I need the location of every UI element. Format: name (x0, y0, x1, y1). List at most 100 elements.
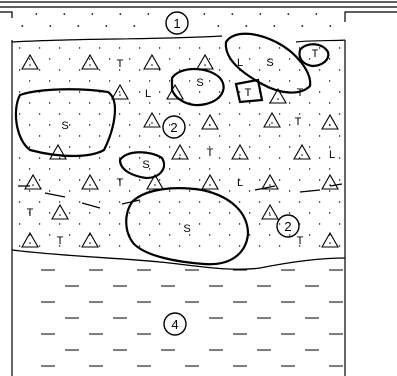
dot (119, 13, 121, 15)
dot (19, 223, 20, 224)
dot (319, 91, 320, 92)
dot (49, 58, 50, 59)
dot (319, 201, 320, 202)
dot (199, 157, 200, 158)
inclusion-letter: L (329, 149, 335, 161)
dot (39, 135, 40, 136)
dot (287, 13, 289, 15)
triangle-icon (262, 205, 278, 219)
dot (139, 201, 140, 202)
dot (203, 13, 205, 15)
stone-left: S (16, 89, 115, 156)
dot (59, 47, 60, 48)
dot (329, 168, 330, 169)
dot (19, 69, 20, 70)
dot (219, 113, 220, 114)
dot (209, 212, 210, 213)
dot (69, 190, 70, 191)
dot (245, 25, 247, 27)
dot (189, 212, 190, 213)
dot (63, 13, 65, 15)
svg-text:1: 1 (173, 16, 180, 31)
dot (139, 69, 140, 70)
dot (199, 47, 200, 48)
stones: S S S T T S S (16, 34, 328, 264)
dot (99, 179, 100, 180)
dot (319, 223, 320, 224)
dot (309, 58, 310, 59)
dot (259, 47, 260, 48)
dot (39, 69, 40, 70)
dot (339, 157, 340, 158)
dot (129, 58, 130, 59)
triangle-icon (322, 175, 338, 189)
dot (139, 157, 140, 158)
dot (209, 168, 210, 169)
label-layer-2-right: 2 (277, 215, 299, 237)
svg-text:T: T (312, 48, 319, 60)
dot (269, 80, 270, 81)
dot (179, 113, 180, 114)
dot (39, 113, 40, 114)
dot (239, 113, 240, 114)
dot (69, 146, 70, 147)
dot (329, 102, 330, 103)
dot (279, 135, 280, 136)
dot (219, 47, 220, 48)
dot (239, 47, 240, 48)
dot (229, 124, 230, 125)
dot (89, 58, 90, 59)
dot (229, 212, 230, 213)
dot (129, 190, 130, 191)
dot (149, 124, 150, 125)
dot (259, 135, 260, 136)
dot (309, 124, 310, 125)
dot (169, 58, 170, 59)
dot (179, 47, 180, 48)
svg-text:S: S (266, 57, 273, 69)
dot (79, 223, 80, 224)
dot (89, 146, 90, 147)
dot (109, 102, 110, 103)
dot (129, 80, 130, 81)
triangle-icon (232, 145, 248, 159)
dot (89, 80, 90, 81)
svg-text:S: S (196, 77, 203, 89)
dot (219, 179, 220, 180)
dot (249, 212, 250, 213)
dot (169, 190, 170, 191)
dot (189, 58, 190, 59)
triangle-icon (202, 175, 218, 189)
dot (189, 124, 190, 125)
dot (179, 201, 180, 202)
dot (69, 102, 70, 103)
dot (49, 102, 50, 103)
dot (269, 168, 270, 169)
dot (89, 190, 90, 191)
dot (59, 179, 60, 180)
dot (199, 201, 200, 202)
dot (199, 113, 200, 114)
dot (129, 168, 130, 169)
inclusion-letter: T (207, 147, 214, 159)
label-layer-1: 1 (166, 12, 188, 34)
triangle-icon (294, 145, 310, 159)
dot (189, 190, 190, 191)
inclusion-letter: T (27, 207, 34, 219)
dot (189, 146, 190, 147)
dot (79, 135, 80, 136)
dot (119, 201, 120, 202)
dot (89, 168, 90, 169)
dot (279, 201, 280, 202)
dot (109, 190, 110, 191)
dot (249, 190, 250, 191)
dot (19, 47, 20, 48)
dot (259, 245, 260, 246)
dot (309, 146, 310, 147)
dot (129, 124, 130, 125)
dot (329, 80, 330, 81)
dot (169, 102, 170, 103)
dot (49, 25, 51, 27)
dot (249, 168, 250, 169)
dot (29, 80, 30, 81)
